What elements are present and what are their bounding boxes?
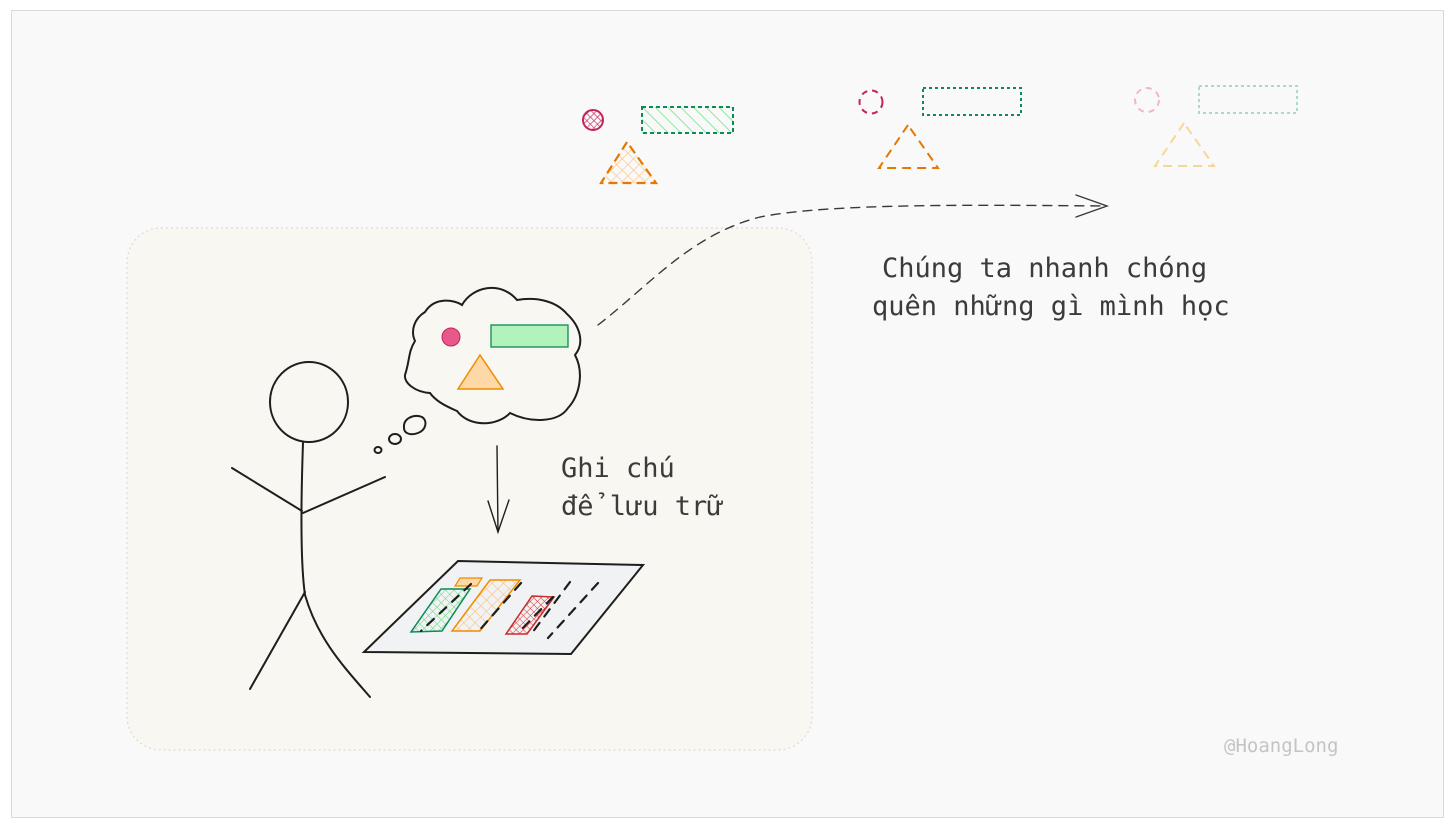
figure-leg-left — [249, 591, 306, 690]
fading-triangle — [877, 123, 940, 169]
fading-rectangle — [922, 87, 1022, 116]
forget-text-line2: quên những gì mình học — [872, 291, 1230, 322]
shapes-group-forgotten — [1134, 85, 1298, 167]
signature: @HoangLong — [1224, 735, 1339, 757]
figure-head — [269, 361, 349, 443]
shapes-group-fading — [858, 87, 1022, 169]
down-arrow — [487, 445, 510, 535]
forgotten-rectangle — [1198, 85, 1298, 114]
figure-body — [300, 442, 306, 596]
forgotten-circle — [1134, 87, 1160, 113]
memory-rectangle — [490, 324, 569, 348]
memory-triangle — [456, 353, 505, 390]
forgotten-triangle — [1153, 121, 1216, 167]
note-text-line2: để lưu trữ — [561, 491, 724, 522]
stick-figure — [231, 361, 386, 698]
memory-circle — [441, 327, 461, 347]
note-text-line1: Ghi chú — [561, 453, 675, 484]
recent-triangle — [598, 140, 659, 185]
figure-leg-right — [304, 594, 371, 698]
fading-circle — [858, 89, 884, 115]
scene-panel — [126, 227, 813, 751]
figure-arm-right — [302, 476, 386, 514]
thought-cloud — [403, 286, 582, 425]
thought-dots — [373, 415, 427, 454]
notebook — [361, 559, 646, 656]
figure-arm-left — [231, 467, 303, 512]
forget-text-line1: Chúng ta nhanh chóng — [882, 253, 1208, 284]
forgetting-arrow — [597, 194, 1110, 326]
recent-circle — [582, 109, 604, 131]
recent-rectangle — [641, 106, 734, 134]
shapes-group-recent — [582, 106, 734, 185]
